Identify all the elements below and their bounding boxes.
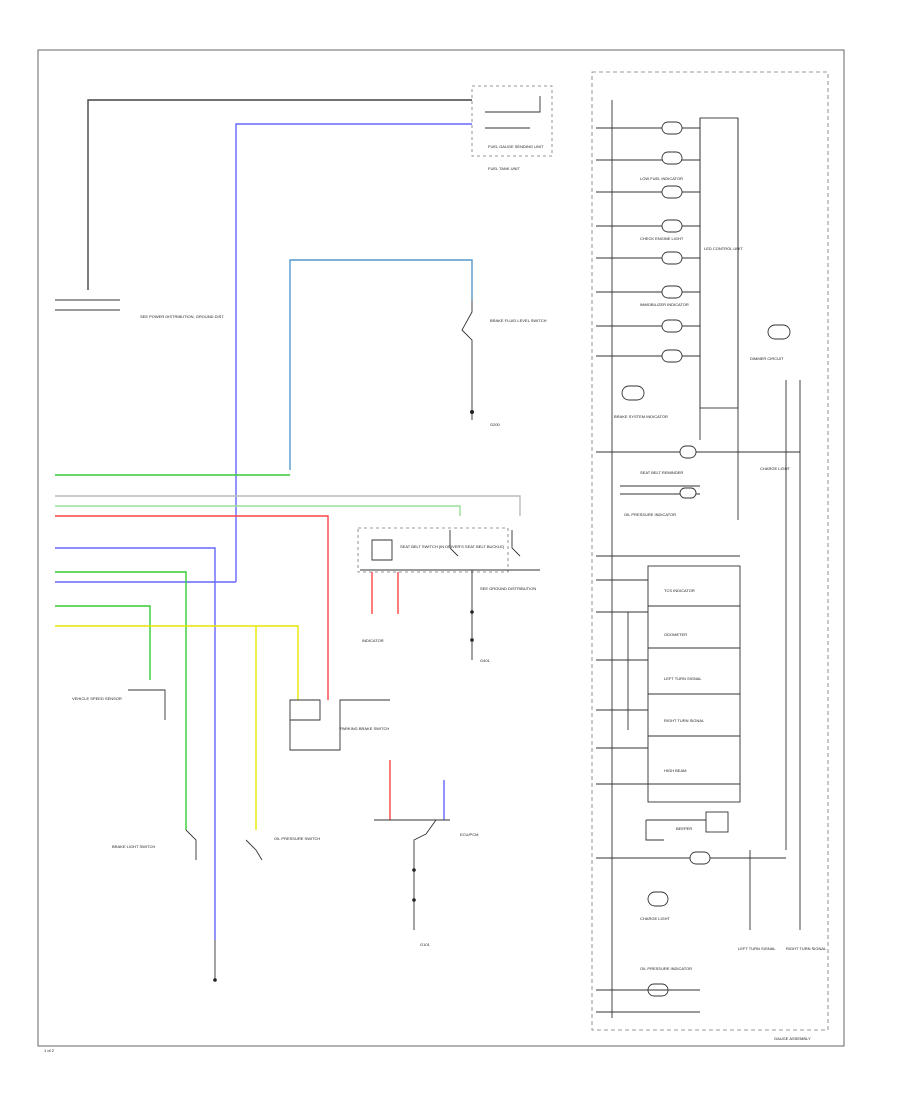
brake-light-switch-label: BRAKE LIGHT SWITCH (112, 844, 155, 849)
wire-blue-lower (55, 547, 216, 940)
output-right-label: RIGHT TURN SIGNAL (786, 946, 827, 951)
wire-black-fuel (87, 99, 472, 290)
fuel-tank-unit-box (471, 85, 553, 157)
footer-label: GAUGE ASSEMBLY (774, 1036, 811, 1041)
wire-green-lower (55, 571, 187, 830)
turn-right-label: RIGHT TURN SIGNAL (664, 718, 705, 723)
check-engine-label: CHECK ENGINE LIGHT (640, 236, 684, 241)
oil-bottom-label: OIL PRESSURE INDICATOR (640, 966, 692, 971)
oil-pressure-switch-label: OIL PRESSURE SWITCH (274, 836, 320, 841)
low-fuel-label: LOW FUEL INDICATOR (640, 176, 683, 181)
brake-fluid-switch-label: BRAKE FLUID LEVEL SWITCH (490, 318, 547, 323)
charge-label: CHARGE LIGHT (760, 466, 791, 471)
parking-brake-switch-label: PARKING BRAKE SWITCH (340, 726, 389, 731)
wire-red (55, 515, 329, 700)
vehicle-speed-sensor-label: VEHICLE SPEED SENSOR (72, 696, 122, 701)
oil-label: OIL PRESSURE INDICATOR (624, 512, 676, 517)
wire-gray-2 (55, 505, 461, 516)
brake-label: BRAKE SYSTEM INDICATOR (614, 414, 668, 419)
ecm-ref-label: SEE POWER DISTRIBUTION, GROUND DIST. (140, 314, 224, 319)
indicator-bulbs (661, 121, 683, 363)
odometer-label: ODOMETER (664, 632, 687, 637)
wire-blue-fuel (235, 123, 472, 582)
fuel-sender-label: FUEL GAUGE SENDING UNIT (488, 144, 544, 149)
fuel-tank-unit-label: FUEL TANK UNIT (488, 166, 520, 171)
wire-yellow (55, 625, 299, 700)
wire-gray-1 (55, 495, 521, 516)
diagram-frame (37, 49, 845, 1047)
high-beam-label: HIGH BEAM (664, 768, 686, 773)
indicator-label: INDICATOR (362, 638, 384, 643)
g101-label: G101 (420, 942, 431, 947)
ecu-pcm-label: ECU/PCM (460, 832, 478, 837)
gauge-assembly-box (591, 71, 829, 1031)
page-number-label: 1 of 2 (44, 1048, 55, 1053)
g200-label: G200 (490, 422, 501, 427)
turn-left-label: LEFT TURN SIGNAL (664, 676, 702, 681)
output-left-label: LEFT TURN SIGNAL (738, 946, 776, 951)
wire-green-lower-2 (55, 605, 151, 680)
seat-belt-switch-label: SEAT BELT SWITCH (IN DRIVER'S SEAT BELT … (400, 544, 505, 549)
dimmer-label: DIMMER CIRCUIT (750, 356, 784, 361)
tcs-label: TCS INDICATOR (664, 588, 695, 593)
ground-dist-label: SEE GROUND DISTRIBUTION (480, 586, 536, 591)
charge-bottom-label: CHARGE LIGHT (640, 916, 671, 921)
g401-label: G401 (480, 658, 491, 663)
beeper-label: BEEPER (676, 826, 692, 831)
wire-green-blue (289, 259, 473, 470)
led-control-label: LED CONTROL UNIT (704, 246, 743, 251)
seatbelt-reminder-label: SEAT BELT REMINDER (640, 470, 683, 475)
immobilizer-label: IMMOBILIZER INDICATOR (640, 302, 689, 307)
